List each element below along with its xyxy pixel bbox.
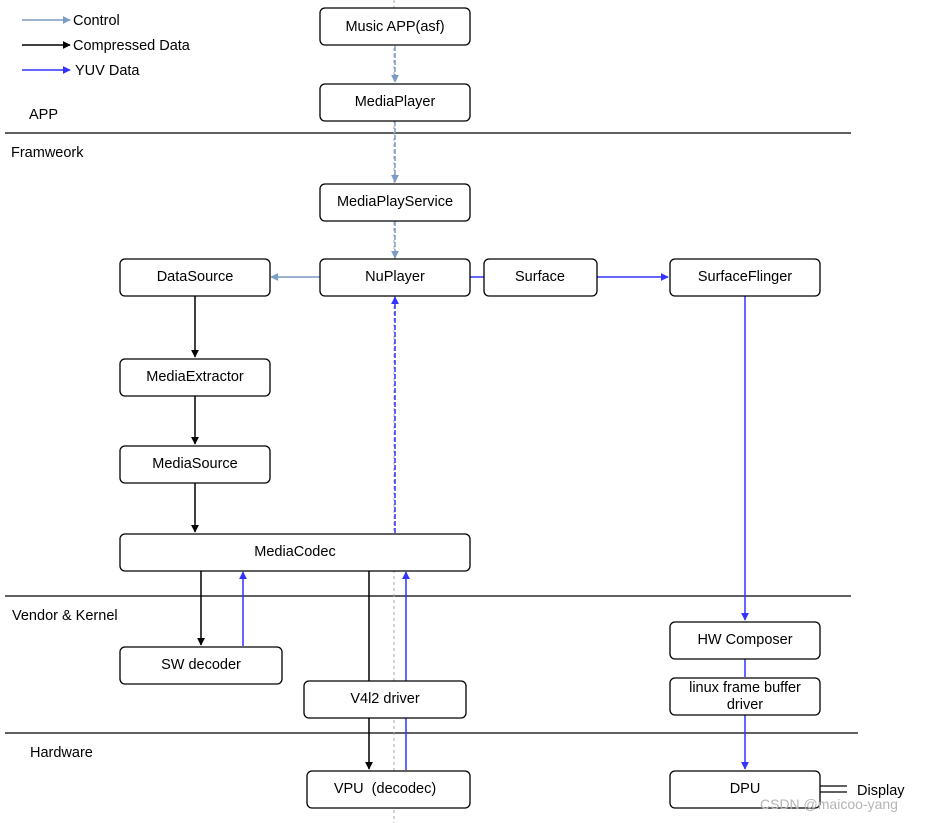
node-music-app-label: Music APP(asf) xyxy=(345,19,444,35)
node-media-codec: MediaCodec xyxy=(119,533,471,572)
node-surface: Surface xyxy=(483,258,598,297)
node-nuplayer: NuPlayer xyxy=(319,258,471,297)
node-data-source: DataSource xyxy=(119,258,271,297)
node-dpu: DPU xyxy=(669,770,821,809)
node-media-play-service: MediaPlayService xyxy=(319,183,471,222)
layer-label-hardware: Hardware xyxy=(30,745,93,761)
legend-control-label: Control xyxy=(73,13,120,29)
node-fb-driver: linux frame buffer driver xyxy=(669,677,821,716)
node-media-extractor-label: MediaExtractor xyxy=(146,369,244,385)
node-media-player: MediaPlayer xyxy=(319,83,471,122)
node-nuplayer-label: NuPlayer xyxy=(365,269,425,285)
node-media-codec-label: MediaCodec xyxy=(254,544,335,560)
node-media-play-service-label: MediaPlayService xyxy=(337,194,453,210)
node-v4l2-driver-label: V4l2 driver xyxy=(350,691,419,707)
watermark: CSDN @maicoo-yang xyxy=(760,796,898,812)
node-dpu-label: DPU xyxy=(730,781,761,797)
node-surface-flinger-label: SurfaceFlinger xyxy=(698,269,792,285)
node-hw-composer-label: HW Composer xyxy=(697,632,792,648)
node-data-source-label: DataSource xyxy=(157,269,234,285)
display-label: Display xyxy=(857,783,905,799)
node-music-app: Music APP(asf) xyxy=(319,7,471,46)
node-sw-decoder: SW decoder xyxy=(119,646,283,685)
node-vpu-label: VPU (decodec) xyxy=(334,781,436,797)
legend: Control Compressed Data YUV Data xyxy=(22,13,191,79)
node-sw-decoder-label: SW decoder xyxy=(161,657,241,673)
node-media-source: MediaSource xyxy=(119,445,271,484)
layer-label-vendor: Vendor & Kernel xyxy=(12,608,118,624)
node-media-source-label: MediaSource xyxy=(152,456,237,472)
node-surface-label: Surface xyxy=(515,269,565,285)
node-v4l2-driver: V4l2 driver xyxy=(303,680,467,719)
node-surface-flinger: SurfaceFlinger xyxy=(669,258,821,297)
node-media-extractor: MediaExtractor xyxy=(119,358,271,397)
node-vpu: VPU (decodec) xyxy=(306,770,471,809)
layer-label-app: APP xyxy=(29,107,58,123)
legend-compressed-label: Compressed Data xyxy=(73,38,191,54)
layer-label-framework: Framweork xyxy=(11,145,84,161)
node-fb-driver-label-line1: linux frame buffer xyxy=(689,680,801,696)
node-fb-driver-label-line2: driver xyxy=(727,697,763,713)
node-media-player-label: MediaPlayer xyxy=(355,94,436,110)
legend-yuv-label: YUV Data xyxy=(75,63,140,79)
node-hw-composer: HW Composer xyxy=(669,621,821,660)
